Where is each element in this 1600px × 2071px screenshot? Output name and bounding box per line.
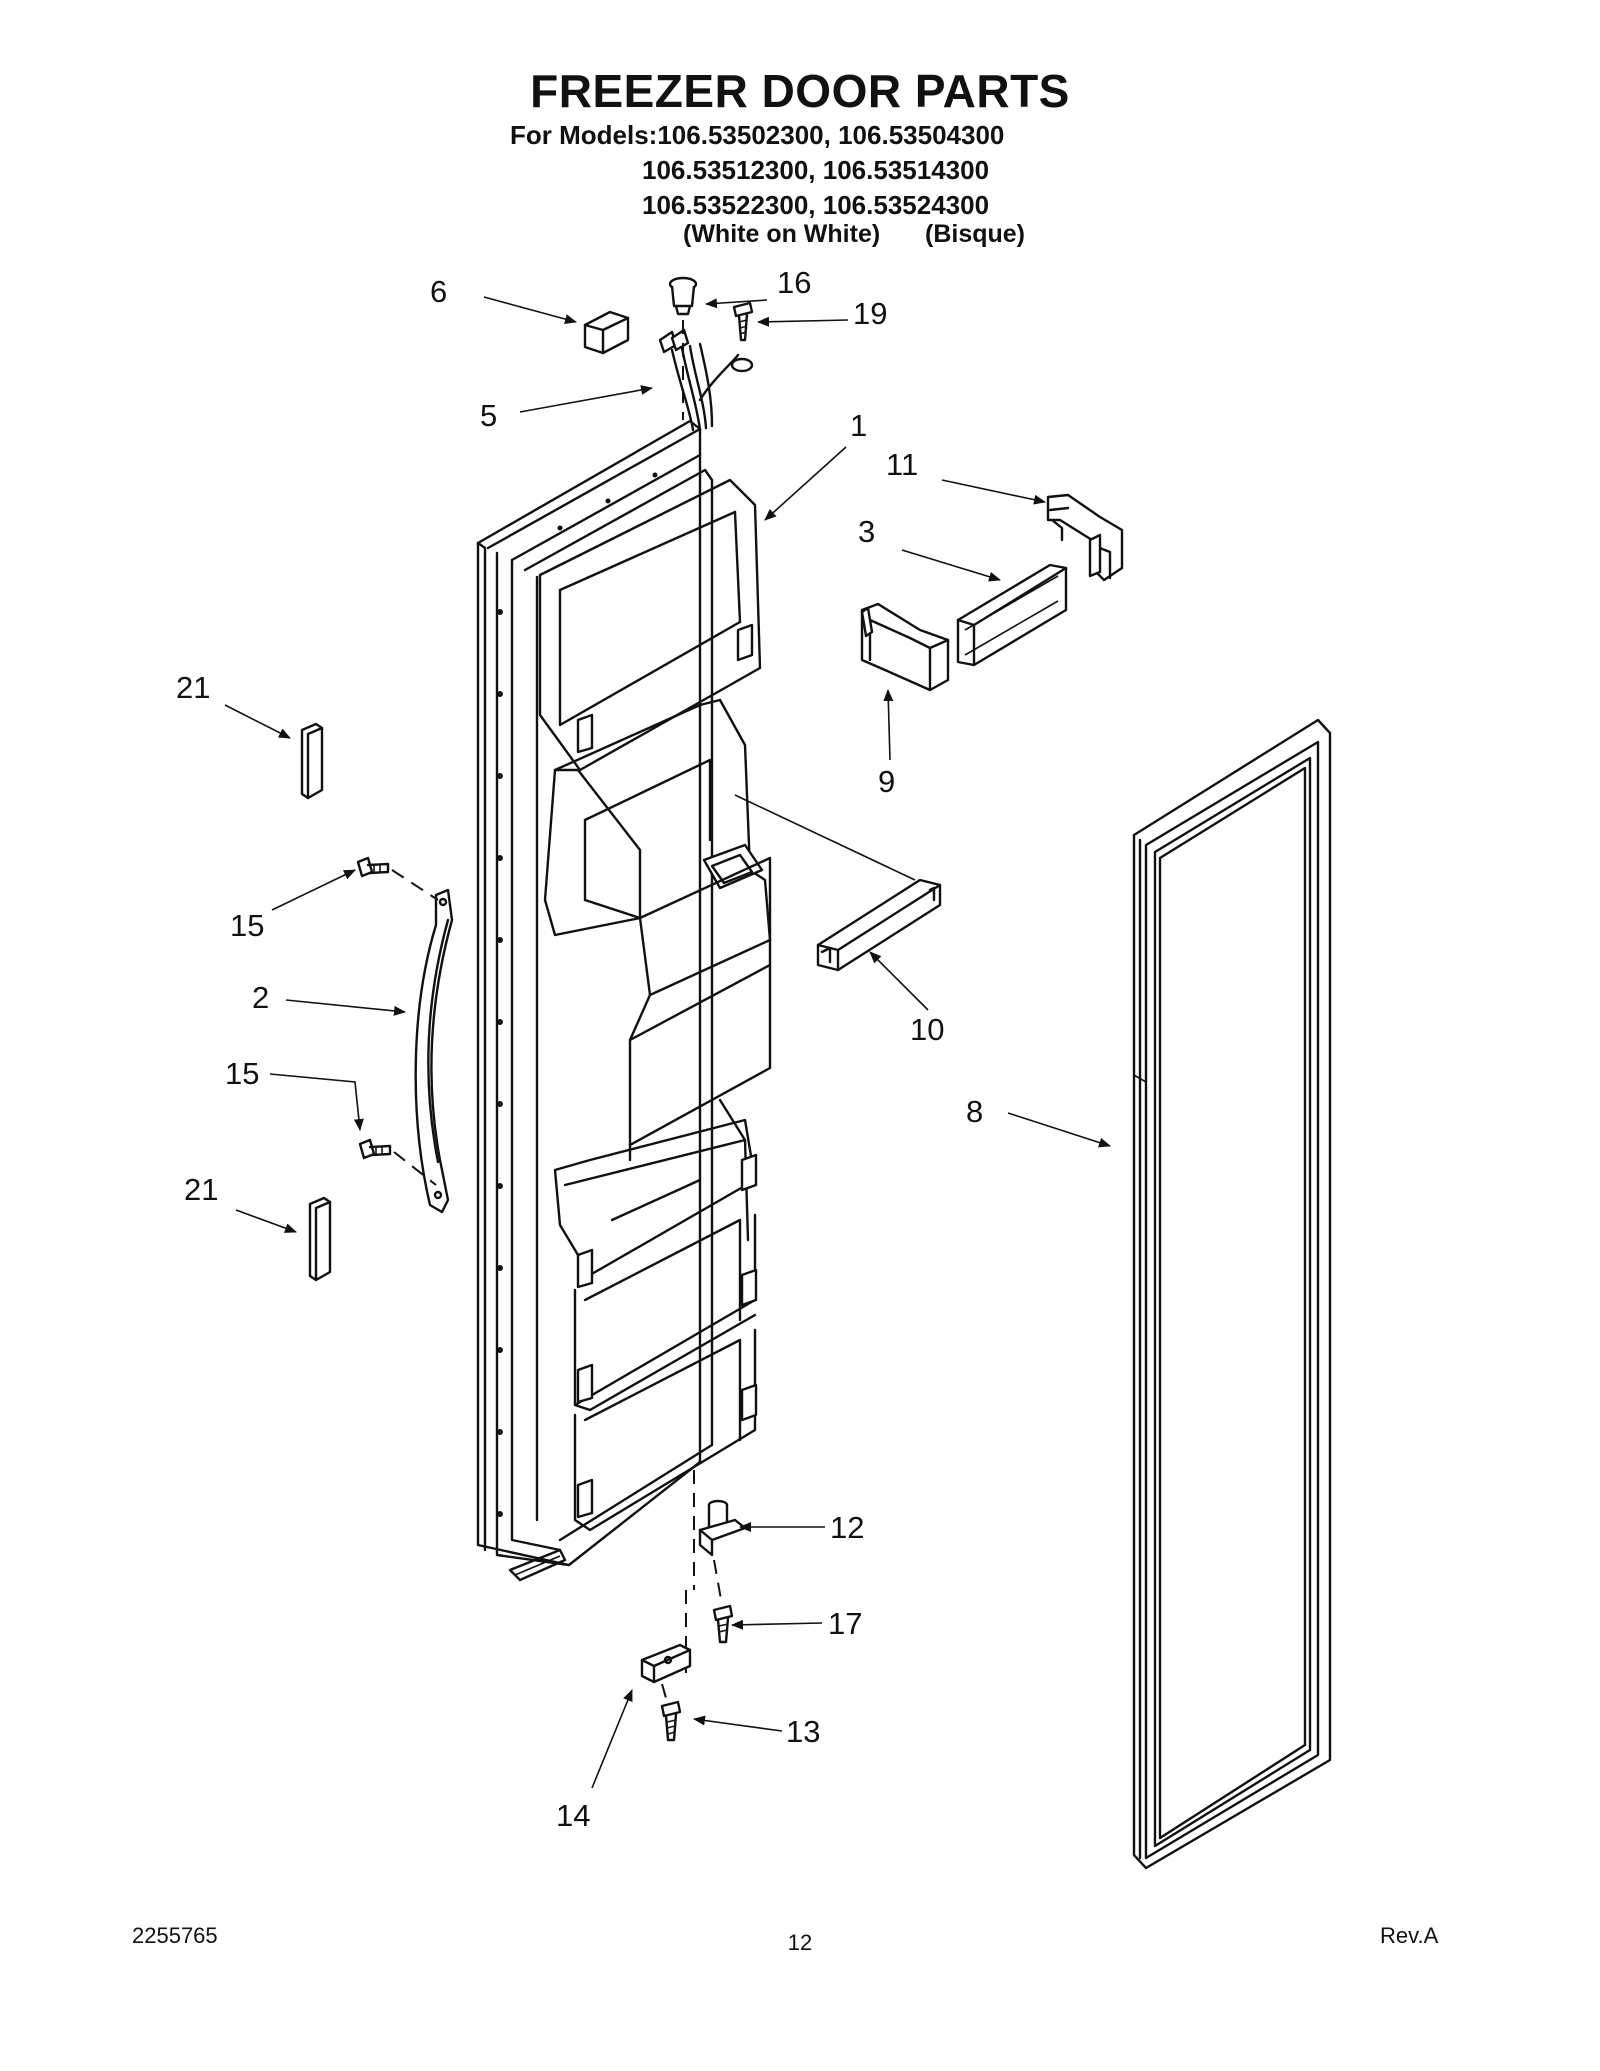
model-number: 106.53514300 (822, 155, 990, 185)
hinge-pin-part-12 (698, 1499, 747, 1557)
callout-16: 16 (777, 265, 811, 300)
endcap-part-9 (860, 602, 950, 692)
model-list: For Models:106.53502300, 106.53504300 10… (510, 118, 1004, 223)
bracket-part-11 (1046, 493, 1124, 582)
callout-3: 3 (858, 514, 875, 549)
callout-14: 14 (556, 1798, 590, 1833)
hinge-edge-holes (497, 472, 658, 1517)
page-number: 12 (787, 1930, 813, 1955)
callout-1: 1 (850, 408, 867, 443)
callout-21-top: 21 (176, 670, 210, 705)
callout-10: 10 (910, 1012, 944, 1047)
callout-15-bottom: 15 (225, 1056, 259, 1091)
revision-label: Rev.A (1380, 1923, 1439, 1948)
screw-part-19 (732, 301, 754, 342)
freezer-door-panel (476, 419, 772, 1582)
model-number: 106.53524300 (822, 190, 990, 220)
variant-bisque: (Bisque) (925, 220, 1025, 248)
model-number: 106.53502300, (657, 120, 831, 150)
variant-white-on-white: (White on White) (683, 220, 881, 248)
rail-part-3 (956, 563, 1068, 667)
model-number: 106.53504300 (838, 120, 1005, 150)
screw-part-15-top (356, 856, 390, 878)
wire-harness (658, 328, 754, 432)
callout-5: 5 (480, 398, 497, 433)
model-number: 106.53512300, (642, 155, 816, 185)
callout-11: 11 (886, 447, 918, 482)
models-prefix: For Models: (510, 120, 658, 150)
cap-part-21-bottom (308, 1196, 332, 1282)
callout-arrows (224, 296, 1111, 1789)
gasket-part-8 (1132, 718, 1332, 1870)
callout-12: 12 (830, 1510, 864, 1545)
door-handle-part-2 (414, 888, 454, 1214)
hinge-bracket-part-14 (640, 1643, 692, 1684)
callout-19: 19 (853, 296, 887, 331)
callout-8: 8 (966, 1094, 983, 1129)
model-row: 106.53522300, 106.53524300 (510, 188, 1004, 223)
callout-15-top: 15 (230, 908, 264, 943)
model-number: 106.53522300, (642, 190, 816, 220)
callout-6: 6 (430, 274, 447, 309)
callout-13: 13 (786, 1714, 820, 1749)
leader-line-10 (734, 794, 916, 881)
grommet-part-16 (668, 276, 698, 316)
callout-17: 17 (828, 1606, 862, 1641)
callout-21-bottom: 21 (184, 1172, 218, 1207)
connector-part-6 (583, 310, 630, 355)
document-number: 2255765 (132, 1923, 218, 1948)
screw-part-17 (712, 1604, 734, 1644)
page-title: FREEZER DOOR PARTS (530, 65, 1070, 117)
cap-part-21-top (300, 722, 324, 800)
screw-part-15-bottom (358, 1138, 392, 1160)
trim-part-10 (816, 878, 942, 972)
callout-2: 2 (252, 980, 269, 1015)
callout-9: 9 (878, 764, 895, 799)
model-row: 106.53512300, 106.53514300 (510, 153, 1004, 188)
screw-part-13 (660, 1700, 682, 1742)
model-row: For Models:106.53502300, 106.53504300 (510, 118, 1004, 153)
